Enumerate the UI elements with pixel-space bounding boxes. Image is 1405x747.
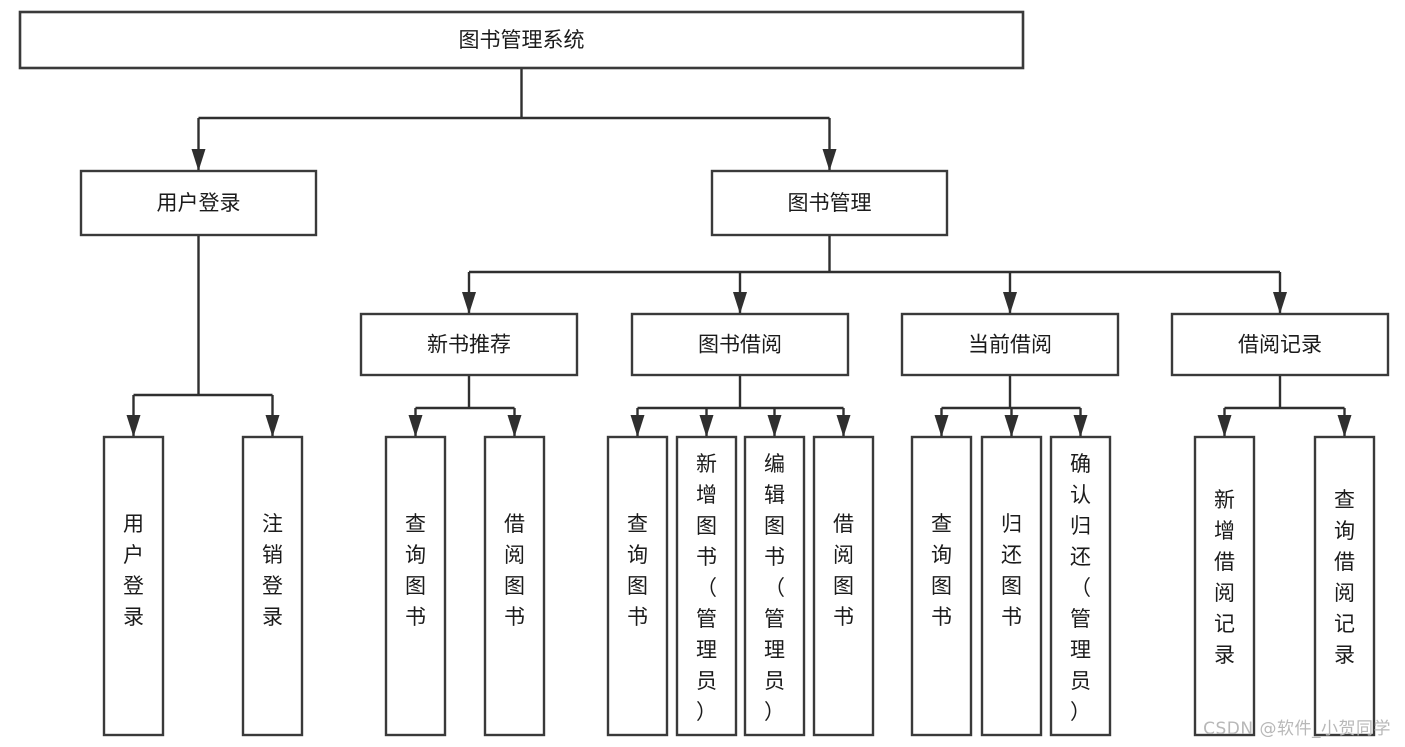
node-box[interactable] (1313, 435, 1376, 737)
node-label: 图书管理系统 (459, 28, 585, 52)
node-label: 查询图书 (931, 512, 952, 629)
arrow-head-icon (822, 149, 837, 171)
node-label: 借阅图书 (504, 512, 525, 629)
arrow-head-icon (1337, 415, 1352, 437)
node-label: 当前借阅 (968, 333, 1052, 357)
arrow-head-icon (126, 415, 141, 437)
node-leaf-borrow-book-recommend[interactable]: 借阅图书 (483, 435, 546, 737)
node-leaf-borrow-book[interactable]: 借阅图书 (812, 435, 875, 737)
arrow-head-icon (191, 149, 206, 171)
node-box[interactable] (812, 435, 875, 737)
node-label: 借阅图书 (833, 512, 854, 629)
node-box[interactable] (1049, 435, 1112, 737)
node-label: 查询图书 (405, 512, 426, 629)
node-box[interactable] (79, 169, 318, 237)
node-leaf-add-borrow-record[interactable]: 新增借阅记录 (1193, 435, 1256, 737)
connector-layer (126, 68, 1352, 437)
node-box[interactable] (1193, 435, 1256, 737)
arrow-head-icon (1217, 415, 1232, 437)
node-box[interactable] (910, 435, 973, 737)
node-box[interactable] (743, 435, 806, 737)
node-label: 查询图书 (627, 512, 648, 629)
node-root[interactable]: 图书管理系统 (18, 10, 1025, 70)
node-book-management[interactable]: 图书管理 (710, 169, 949, 237)
node-leaf-edit-book-admin[interactable]: 编辑图书（管理员） (743, 435, 806, 737)
arrow-head-icon (462, 292, 476, 314)
node-box[interactable] (630, 312, 850, 377)
node-box[interactable] (606, 435, 669, 737)
arrow-head-icon (265, 415, 280, 437)
node-label: 图书借阅 (698, 333, 782, 357)
node-borrow-record[interactable]: 借阅记录 (1170, 312, 1390, 377)
arrow-head-icon (767, 415, 782, 437)
node-new-book-recommend[interactable]: 新书推荐 (359, 312, 579, 377)
node-label: 新书推荐 (427, 333, 511, 357)
node-leaf-query-book-borrow[interactable]: 查询图书 (606, 435, 669, 737)
node-leaf-query-book-current[interactable]: 查询图书 (910, 435, 973, 737)
arrow-head-icon (1004, 415, 1019, 437)
node-user-login[interactable]: 用户登录 (79, 169, 318, 237)
node-label: 归还图书 (1001, 512, 1022, 629)
node-leaf-add-book-admin[interactable]: 新增图书（管理员） (675, 435, 738, 737)
node-current-borrow[interactable]: 当前借阅 (900, 312, 1120, 377)
node-label: 编辑图书（管理员） (764, 452, 785, 724)
node-label: 图书管理 (788, 191, 872, 215)
node-label: 用户登录 (123, 512, 144, 629)
node-layer: 图书管理系统用户登录图书管理新书推荐图书借阅当前借阅借阅记录用户登录注销登录查询… (18, 10, 1390, 737)
node-box[interactable] (900, 312, 1120, 377)
watermark-label: CSDN @软件_小贺同学 (1203, 719, 1391, 739)
node-leaf-logout[interactable]: 注销登录 (241, 435, 304, 737)
node-box[interactable] (102, 435, 165, 737)
arrow-head-icon (1003, 292, 1017, 314)
node-label: 新增借阅记录 (1214, 488, 1235, 667)
node-box[interactable] (384, 435, 447, 737)
arrow-head-icon (630, 415, 645, 437)
node-box[interactable] (241, 435, 304, 737)
node-label: 确认归还（管理员） (1070, 452, 1091, 724)
node-box[interactable] (675, 435, 738, 737)
arrow-head-icon (836, 415, 851, 437)
node-box[interactable] (1170, 312, 1390, 377)
node-leaf-confirm-return-admin[interactable]: 确认归还（管理员） (1049, 435, 1112, 737)
node-box[interactable] (18, 10, 1025, 70)
node-book-borrow[interactable]: 图书借阅 (630, 312, 850, 377)
arrow-head-icon (507, 415, 522, 437)
node-label: 注销登录 (262, 512, 283, 629)
node-box[interactable] (710, 169, 949, 237)
node-box[interactable] (483, 435, 546, 737)
node-leaf-user-login[interactable]: 用户登录 (102, 435, 165, 737)
node-label: 用户登录 (157, 191, 241, 215)
node-box[interactable] (980, 435, 1043, 737)
arrow-head-icon (1073, 415, 1088, 437)
node-box[interactable] (359, 312, 579, 377)
node-leaf-return-book[interactable]: 归还图书 (980, 435, 1043, 737)
arrow-head-icon (934, 415, 949, 437)
node-leaf-query-borrow-record[interactable]: 查询借阅记录 (1313, 435, 1376, 737)
node-leaf-query-book-recommend[interactable]: 查询图书 (384, 435, 447, 737)
node-label: 新增图书（管理员） (696, 452, 717, 724)
node-label: 借阅记录 (1238, 333, 1322, 357)
node-label: 查询借阅记录 (1334, 488, 1355, 667)
arrow-head-icon (1273, 292, 1287, 314)
arrow-head-icon (733, 292, 747, 314)
arrow-head-icon (408, 415, 423, 437)
arrow-head-icon (699, 415, 714, 437)
